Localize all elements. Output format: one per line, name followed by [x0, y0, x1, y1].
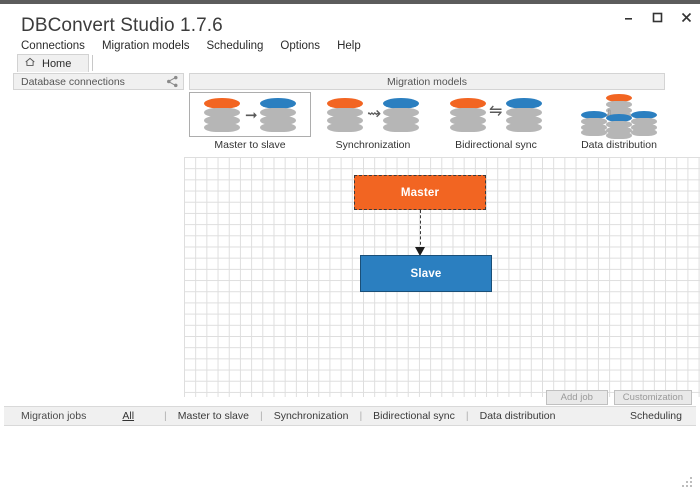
db-target-icon — [506, 97, 542, 132]
migration-models-label: Migration models — [387, 75, 467, 88]
separator: | — [259, 410, 263, 422]
diagram-node-slave-label: Slave — [410, 267, 442, 280]
home-icon — [24, 55, 36, 73]
database-connections-panel — [13, 72, 184, 402]
filter-bidirectional-sync-link[interactable]: Bidirectional sync — [373, 410, 455, 422]
model-card-data-distribution[interactable]: ⇩ Data distribution — [558, 92, 680, 154]
tab-home-label: Home — [42, 57, 72, 70]
database-connections-label: Database connections — [21, 75, 125, 88]
sync-curve-icon: ⇝ — [367, 103, 382, 123]
close-icon[interactable] — [678, 9, 694, 25]
add-job-button[interactable]: Add job — [545, 390, 608, 405]
customization-button[interactable]: Customization — [613, 390, 692, 405]
migration-jobs-bar: Migration jobs All | Master to slave | S… — [4, 406, 696, 426]
filter-data-distribution-link[interactable]: Data distribution — [479, 410, 556, 422]
db-target-1-icon — [581, 110, 607, 136]
db-target-icon — [383, 97, 419, 132]
title-bar: DBConvert Studio 1.7.6 — [4, 4, 700, 36]
master-to-slave-icon: ➞ — [189, 92, 311, 137]
menu-item-help[interactable]: Help — [337, 40, 361, 52]
maximize-icon[interactable] — [649, 9, 665, 25]
window-left-border — [0, 4, 4, 490]
menu-item-migration-models[interactable]: Migration models — [101, 40, 190, 52]
migration-models-cards: ➞ Master to slave ⇝ — [189, 92, 679, 154]
canvas-action-buttons: Add job Customization — [545, 390, 692, 405]
app-title: DBConvert Studio 1.7.6 — [21, 15, 223, 36]
model-card-master-to-slave[interactable]: ➞ Master to slave — [189, 92, 311, 154]
model-card-label: Data distribution — [581, 139, 657, 151]
database-connections-header: Database connections — [13, 73, 184, 90]
arrow-down-icon — [415, 247, 425, 256]
resize-grip[interactable] — [680, 475, 692, 487]
bidirectional-arrows-icon: ⇋ — [489, 102, 503, 120]
menu-item-options[interactable]: Options — [280, 40, 321, 52]
window-controls — [620, 8, 694, 26]
filter-synchronization-link[interactable]: Synchronization — [273, 410, 349, 422]
db-source-icon — [204, 97, 240, 132]
model-card-label: Synchronization — [335, 139, 411, 151]
synchronization-icon: ⇝ — [312, 92, 434, 137]
model-card-label: Master to slave — [214, 139, 286, 151]
model-card-label: Bidirectional sync — [455, 139, 537, 151]
db-source-icon — [450, 97, 486, 132]
separator: | — [164, 410, 167, 422]
tab-strip: Home — [4, 54, 700, 72]
db-source-icon — [327, 97, 363, 132]
distribute-arrows-icon: ⇩ — [605, 108, 614, 120]
migration-jobs-title: Migration jobs — [21, 410, 87, 422]
data-distribution-icon: ⇩ — [558, 92, 680, 139]
model-card-synchronization[interactable]: ⇝ Synchronization — [312, 92, 434, 154]
diagram-edge-master-to-slave — [420, 210, 422, 250]
tab-home[interactable]: Home — [17, 54, 89, 72]
bottom-content-area — [4, 427, 696, 490]
separator: | — [465, 410, 469, 422]
db-target-3-icon — [631, 110, 657, 136]
window-top-strip — [0, 0, 700, 4]
diagram-node-master-label: Master — [400, 186, 440, 199]
bidirectional-sync-icon: ⇋ — [435, 92, 557, 137]
diagram-node-slave[interactable]: Slave — [360, 255, 492, 292]
arrow-right-icon: ➞ — [245, 106, 258, 124]
minimize-icon[interactable] — [620, 9, 636, 25]
db-target-2-icon — [606, 113, 632, 139]
tab-separator — [92, 55, 93, 71]
menu-bar: Connections Migration models Scheduling … — [4, 38, 700, 54]
model-card-bidirectional-sync[interactable]: ⇋ Bidirectional sync — [435, 92, 557, 154]
scheduling-link[interactable]: Scheduling — [630, 410, 682, 422]
migration-models-header: Migration models — [189, 73, 665, 90]
db-target-icon — [260, 97, 296, 132]
diagram-canvas[interactable]: Master Slave — [184, 157, 700, 397]
filter-master-to-slave-link[interactable]: Master to slave — [177, 410, 249, 422]
share-nodes-icon[interactable] — [166, 75, 179, 88]
menu-item-scheduling[interactable]: Scheduling — [206, 40, 264, 52]
filter-all-link[interactable]: All — [122, 410, 135, 422]
separator: | — [359, 410, 363, 422]
diagram-node-master[interactable]: Master — [354, 175, 486, 210]
menu-item-connections[interactable]: Connections — [21, 40, 85, 52]
